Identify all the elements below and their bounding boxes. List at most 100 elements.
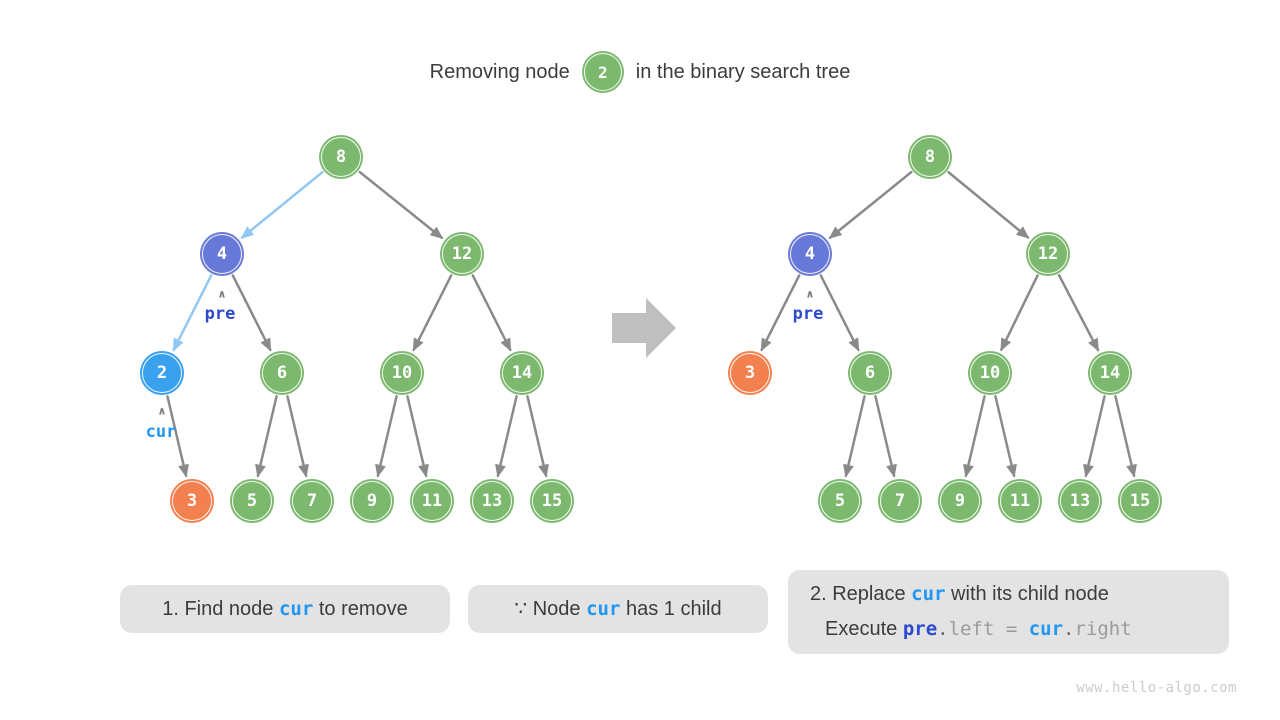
right-tree-node-10: 10 <box>968 351 1012 395</box>
left-tree-node-9: 9 <box>350 479 394 523</box>
right-tree-node-9: 9 <box>938 479 982 523</box>
caption-box-2: ∵ Node cur has 1 child <box>468 585 768 633</box>
caption-segment-cur: cur <box>911 583 946 605</box>
caption-segment-dot: . <box>1063 618 1075 640</box>
caption-segment-cur: cur <box>586 597 621 620</box>
caption-segment-pre: pre <box>902 618 938 640</box>
title-suffix: in the binary search tree <box>635 60 851 83</box>
right-tree-node-15-value: 15 <box>1129 491 1151 511</box>
right-tree-node-3: 3 <box>728 351 772 395</box>
caption-box-2-line-1: ∵ Node cur has 1 child <box>514 592 721 627</box>
left-edge-4-to-2 <box>172 274 213 352</box>
left-tree-node-4-value: 4 <box>216 244 228 264</box>
left-edge-10-to-9 <box>375 395 398 478</box>
caption-segment-dot: . <box>937 618 949 640</box>
left-tree-node-5-value: 5 <box>246 491 258 511</box>
left-tree-node-4: 4 <box>200 232 244 276</box>
caption-segment-plain: 2. Replace <box>810 583 912 605</box>
caption-segment-plain: to remove <box>313 597 408 620</box>
right-tree-node-14: 14 <box>1088 351 1132 395</box>
caption-segment-cur: cur <box>1028 618 1064 640</box>
left-tree-node-9-value: 9 <box>366 491 378 511</box>
left-tree-node-14-value: 14 <box>511 363 533 383</box>
left-pointer-label-cur: cur <box>145 422 177 442</box>
watermark: www.hello-algo.com <box>1076 680 1237 696</box>
right-pointer-label-pre: pre <box>792 304 824 324</box>
left-tree-node-5: 5 <box>230 479 274 523</box>
right-edge-8-to-12 <box>947 170 1030 239</box>
right-edge-12-to-14 <box>1057 274 1100 352</box>
right-tree-node-8-value: 8 <box>924 147 936 167</box>
left-edge-14-to-15 <box>526 395 549 478</box>
right-tree-node-15: 15 <box>1118 479 1162 523</box>
left-tree-node-6-value: 6 <box>276 363 288 383</box>
left-tree-node-2: 2 <box>140 351 184 395</box>
right-edge-6-to-5 <box>843 395 866 478</box>
right-edge-10-to-11 <box>994 395 1017 478</box>
left-tree-node-8-value: 8 <box>335 147 347 167</box>
left-tree-node-2-value: 2 <box>156 363 168 383</box>
left-edge-14-to-13 <box>495 395 518 478</box>
right-edge-12-to-10 <box>1000 274 1039 352</box>
right-tree-node-6: 6 <box>848 351 892 395</box>
right-tree-node-6-value: 6 <box>864 363 876 383</box>
left-tree-node-11-value: 11 <box>421 491 443 511</box>
right-tree-node-9-value: 9 <box>954 491 966 511</box>
right-tree-node-4-value: 4 <box>804 244 816 264</box>
left-tree-node-12: 12 <box>440 232 484 276</box>
left-edge-2-to-3 <box>166 395 189 478</box>
caption-segment-plain: ∵ Node <box>514 597 587 620</box>
left-tree-node-13: 13 <box>470 479 514 523</box>
right-edge-6-to-7 <box>874 395 897 478</box>
caption-segment-plain: Execute <box>825 618 903 640</box>
right-tree-node-8: 8 <box>908 135 952 179</box>
transition-arrow-icon <box>612 298 676 358</box>
left-edge-6-to-5 <box>255 395 278 478</box>
right-tree-node-7-value: 7 <box>894 491 906 511</box>
left-cur-caret-icon: ∧ <box>157 404 167 418</box>
left-edge-8-to-12 <box>358 170 444 239</box>
left-tree-node-11: 11 <box>410 479 454 523</box>
caption-segment-cur: cur <box>278 597 314 620</box>
left-tree-node-7: 7 <box>290 479 334 523</box>
caption-segment-plain: 1. Find node <box>162 597 279 620</box>
right-tree-node-14-value: 14 <box>1099 363 1121 383</box>
right-edge-4-to-6 <box>819 274 860 352</box>
caption-box-3-line-2: Execute pre.left = cur.right <box>825 612 1132 647</box>
right-tree-node-4: 4 <box>788 232 832 276</box>
right-edge-8-to-4 <box>828 170 913 239</box>
left-tree-node-7-value: 7 <box>306 491 318 511</box>
left-edge-12-to-10 <box>412 274 453 352</box>
left-tree-node-15: 15 <box>530 479 574 523</box>
caption-box-1-line-1: 1. Find node cur to remove <box>162 592 408 627</box>
left-tree-node-14: 14 <box>500 351 544 395</box>
left-tree-node-3-value: 3 <box>186 491 198 511</box>
left-tree-node-13-value: 13 <box>481 491 503 511</box>
left-edge-6-to-7 <box>286 395 309 478</box>
right-tree-node-10-value: 10 <box>979 363 1001 383</box>
left-tree-node-8: 8 <box>319 135 363 179</box>
left-tree-node-15-value: 15 <box>541 491 563 511</box>
right-tree-node-11: 11 <box>998 479 1042 523</box>
left-tree-node-6: 6 <box>260 351 304 395</box>
left-tree-node-10-value: 10 <box>391 363 413 383</box>
right-edge-14-to-15 <box>1114 395 1137 478</box>
right-tree-node-5-value: 5 <box>834 491 846 511</box>
left-tree-node-10: 10 <box>380 351 424 395</box>
caption-box-1: 1. Find node cur to remove <box>120 585 450 633</box>
right-tree-node-11-value: 11 <box>1009 491 1031 511</box>
left-edge-4-to-6 <box>231 274 272 352</box>
diagram-title: Removing node 2 in the binary search tre… <box>0 51 1280 93</box>
left-tree-node-12-value: 12 <box>451 244 473 264</box>
caption-segment-code: right <box>1074 618 1132 640</box>
caption-segment-plain: has 1 child <box>620 597 722 620</box>
right-edge-14-to-13 <box>1083 395 1106 478</box>
title-node-circle: 2 <box>581 51 624 93</box>
caption-segment-code: = <box>994 618 1029 640</box>
left-pointer-label-pre: pre <box>204 304 236 324</box>
right-tree-node-13-value: 13 <box>1069 491 1091 511</box>
right-tree-node-12-value: 12 <box>1037 244 1059 264</box>
right-edge-4-to-3 <box>760 274 801 352</box>
